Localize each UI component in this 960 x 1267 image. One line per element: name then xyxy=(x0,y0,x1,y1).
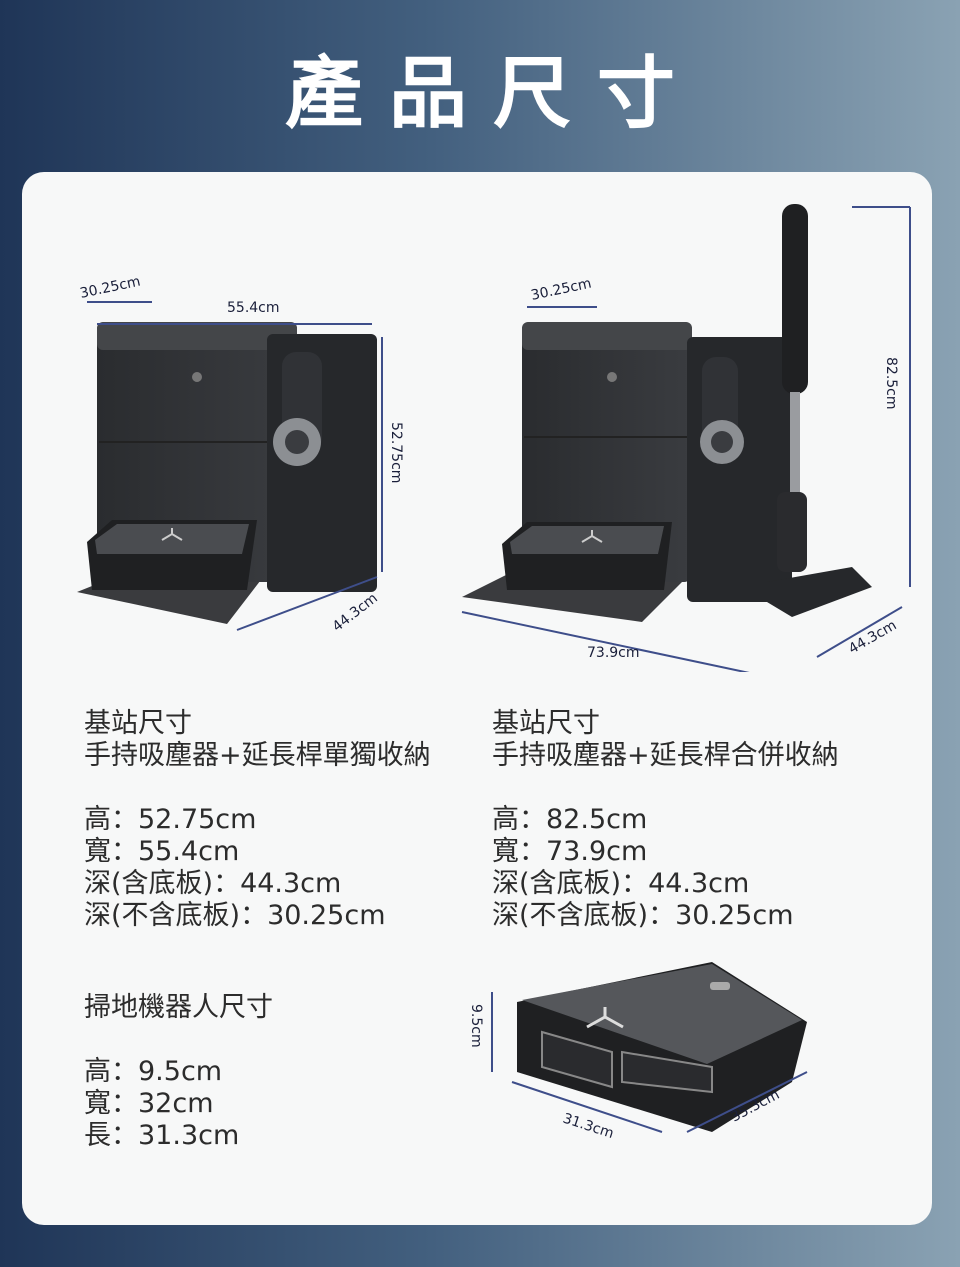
dim-depth: 44.3cm xyxy=(330,590,381,635)
dim-length: 31.3cm xyxy=(561,1111,616,1142)
spec-width: 寬：55.4cm xyxy=(84,836,240,867)
spec-height: 高：82.5cm xyxy=(492,804,648,835)
spec-width: 寬：73.9cm xyxy=(492,836,648,867)
spec-subheading: 手持吸塵器+延長桿單獨收納 xyxy=(84,740,431,771)
dim-depth-top: 30.25cm xyxy=(79,273,142,301)
spec-depth-without-plate: 深(不含底板)：30.25cm xyxy=(84,900,386,931)
spec-height: 高：52.75cm xyxy=(84,804,257,835)
spec-width: 寬：32cm xyxy=(84,1088,214,1119)
spec-heading: 掃地機器人尺寸 xyxy=(84,992,273,1023)
spec-subheading: 手持吸塵器+延長桿合併收納 xyxy=(492,740,839,771)
spec-base-combined: 基站尺寸 手持吸塵器+延長桿合併收納 高：82.5cm 寬：73.9cm 深(含… xyxy=(492,708,839,932)
page-title: 產品尺寸 xyxy=(284,49,701,139)
spec-base-separate: 基站尺寸 手持吸塵器+延長桿單獨收納 高：52.75cm 寬：55.4cm 深(… xyxy=(84,708,431,932)
dim-height: 9.5cm xyxy=(468,1004,484,1048)
dim-depth-top: 30.25cm xyxy=(530,275,593,303)
base-station-combined-figure: 30.25cm 82.5cm 73.9cm 44.3cm xyxy=(461,204,911,672)
base-station-separate-figure: 30.25cm 55.4cm 52.75cm 44.3cm xyxy=(77,273,404,635)
dim-height: 52.75cm xyxy=(388,422,404,483)
spec-length: 長：31.3cm xyxy=(84,1120,240,1151)
content-card: 30.25cm 55.4cm 52.75cm 44.3cm xyxy=(22,172,932,1225)
spec-height: 高：9.5cm xyxy=(84,1056,223,1087)
robot-vacuum-figure: 9.5cm 31.3cm 35.3cm xyxy=(468,962,808,1142)
dim-width: 73.9cm xyxy=(587,645,640,661)
spec-depth-without-plate: 深(不含底板)：30.25cm xyxy=(492,900,794,931)
spec-heading: 基站尺寸 xyxy=(84,708,192,739)
spec-heading: 基站尺寸 xyxy=(492,708,600,739)
dim-width: 55.4cm xyxy=(227,300,280,316)
spec-robot: 掃地機器人尺寸 高：9.5cm 寬：32cm 長：31.3cm xyxy=(84,992,273,1152)
spec-depth-with-plate: 深(含底板)：44.3cm xyxy=(492,868,750,899)
dim-height: 82.5cm xyxy=(883,357,899,410)
spec-depth-with-plate: 深(含底板)：44.3cm xyxy=(84,868,342,899)
